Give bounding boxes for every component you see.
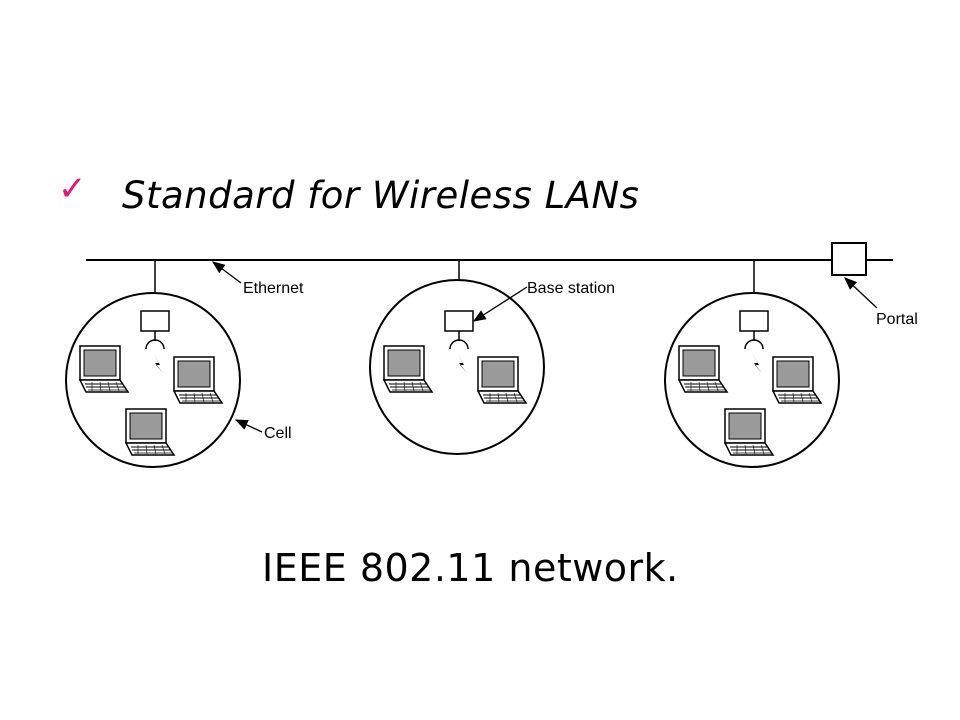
checkmark-icon: ✓ xyxy=(58,169,87,209)
cell-label: Cell xyxy=(264,425,292,442)
base-station-label: Base station xyxy=(527,280,615,297)
slide-heading: Standard for Wireless LANs xyxy=(122,174,640,217)
figure-caption: IEEE 802.11 network. xyxy=(262,546,679,590)
portal-label: Portal xyxy=(876,311,918,328)
cell-2 xyxy=(369,279,545,455)
portal-box xyxy=(831,242,867,276)
cell-3 xyxy=(664,292,840,468)
cell-1 xyxy=(65,292,241,468)
ethernet-label: Ethernet xyxy=(243,280,304,297)
